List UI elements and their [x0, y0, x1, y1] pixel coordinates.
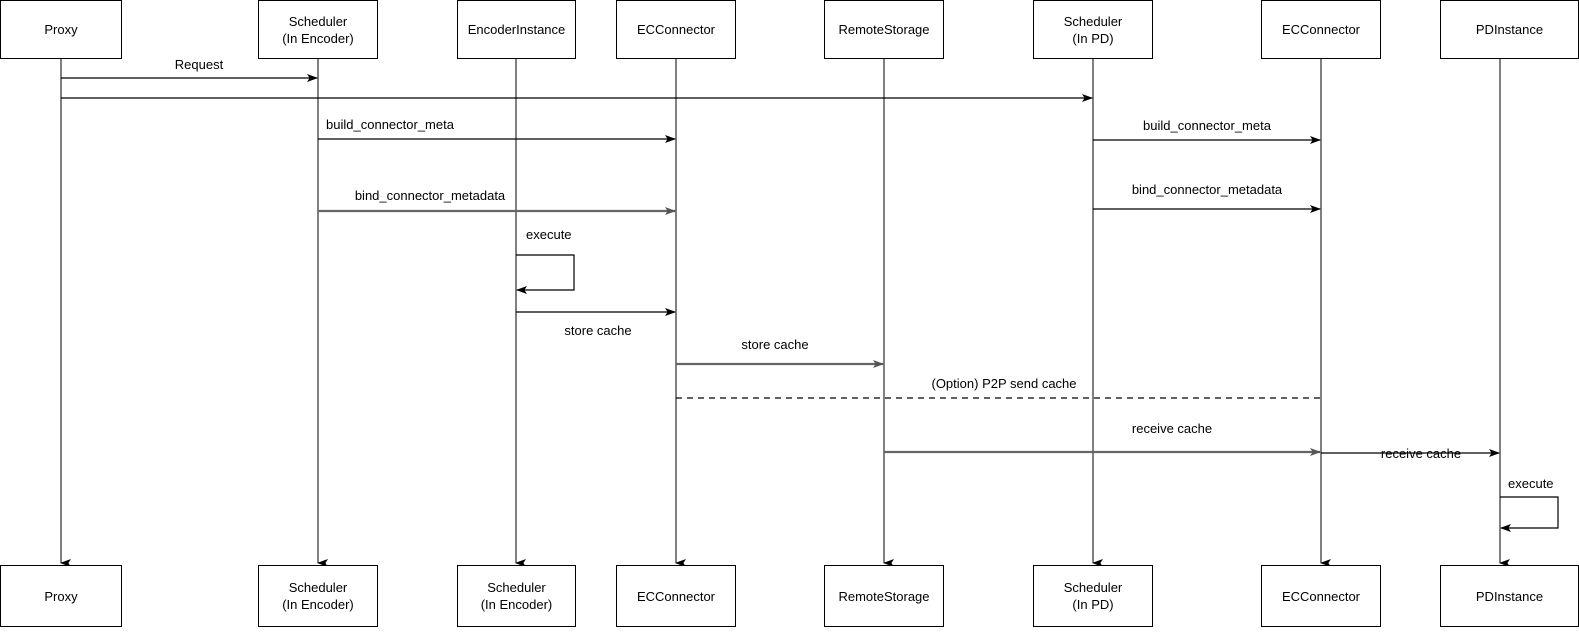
participant-footer-label: Scheduler	[288, 580, 348, 595]
participant-footer-ec-connector-1-b[interactable]: ECConnector	[616, 565, 736, 627]
participant-header-label: EncoderInstance	[467, 22, 566, 37]
self-message-label-s2: execute	[1508, 476, 1554, 491]
message-label-m10: receive cache	[1131, 421, 1213, 436]
participant-footer-label: ECConnector	[1281, 588, 1361, 604]
participant-header-label: ECConnector	[636, 22, 716, 37]
participant-header-scheduler-pd[interactable]: Scheduler(In PD)	[1033, 0, 1153, 59]
message-label-m5: bind_connector_metadata	[354, 188, 506, 203]
messages-group	[61, 74, 1500, 457]
message-label-m8: store cache	[741, 337, 809, 352]
participant-header-encoder-inst[interactable]: EncoderInstance	[457, 0, 576, 59]
message-label-m11: receive cache	[1380, 446, 1462, 461]
message-label-m1: Request	[174, 57, 224, 72]
participant-header-ec-connector-1[interactable]: ECConnector	[616, 0, 736, 59]
self-messages-group	[516, 254, 1559, 532]
participant-footer-scheduler-enc-b[interactable]: Scheduler (In Encoder)	[258, 565, 378, 627]
participant-header-label: Scheduler	[288, 13, 348, 29]
participant-header-scheduler-enc[interactable]: Scheduler(In Encoder)	[258, 0, 378, 59]
participant-footer-ec-connector-2-b[interactable]: ECConnector	[1261, 565, 1381, 627]
self-message-path-s1	[516, 254, 575, 294]
participant-footer-scheduler-enc-b2[interactable]: Scheduler (In Encoder)	[457, 565, 576, 627]
participant-footer-label: Scheduler	[487, 580, 546, 595]
participant-footer-label: (In PD)	[1072, 597, 1114, 612]
participant-footer-pd-instance-b[interactable]: PDInstance	[1440, 565, 1579, 627]
self-message-label-s1: execute	[526, 227, 572, 242]
participant-header-label: Scheduler	[1063, 13, 1123, 29]
message-label-m3: build_connector_meta	[326, 117, 454, 132]
self-message-path-s2	[1500, 496, 1559, 532]
message-label-m9: (Option) P2P send cache	[931, 376, 1077, 391]
participant-header-label: Proxy	[44, 22, 78, 37]
message-label-m4: build_connector_meta	[1143, 118, 1271, 133]
message-label-m7: store cache	[564, 323, 632, 338]
participant-header-remote-storage[interactable]: RemoteStorage	[824, 0, 944, 59]
message-label-m6: bind_connector_metadata	[1131, 182, 1283, 197]
participant-footer-label: RemoteStorage	[838, 588, 930, 604]
participant-footer-label: PDInstance	[1475, 588, 1544, 604]
participant-footer-scheduler-pd-b[interactable]: Scheduler (In PD)	[1033, 565, 1153, 627]
lifelines-group	[60, 59, 1510, 567]
participant-header-label: (In PD)	[1072, 30, 1114, 46]
participant-header-label: ECConnector	[1281, 22, 1361, 37]
participant-header-label: RemoteStorage	[838, 22, 930, 37]
participant-header-pd-instance[interactable]: PDInstance	[1440, 0, 1579, 59]
participant-footer-proxy-b[interactable]: Proxy	[0, 565, 122, 627]
participant-header-proxy[interactable]: Proxy	[0, 0, 122, 59]
participant-footer-remote-storage-b[interactable]: RemoteStorage	[824, 565, 944, 627]
participant-header-label: (In Encoder)	[282, 30, 354, 46]
participant-footer-label: Scheduler	[1063, 580, 1123, 595]
participant-footer-label: ECConnector	[636, 588, 716, 604]
participant-footer-label: Proxy	[44, 588, 78, 604]
participant-footer-label: (In Encoder)	[480, 597, 553, 612]
participant-footer-label: (In Encoder)	[282, 597, 354, 612]
participant-header-label: PDInstance	[1475, 22, 1544, 37]
participant-header-ec-connector-2[interactable]: ECConnector	[1261, 0, 1381, 59]
